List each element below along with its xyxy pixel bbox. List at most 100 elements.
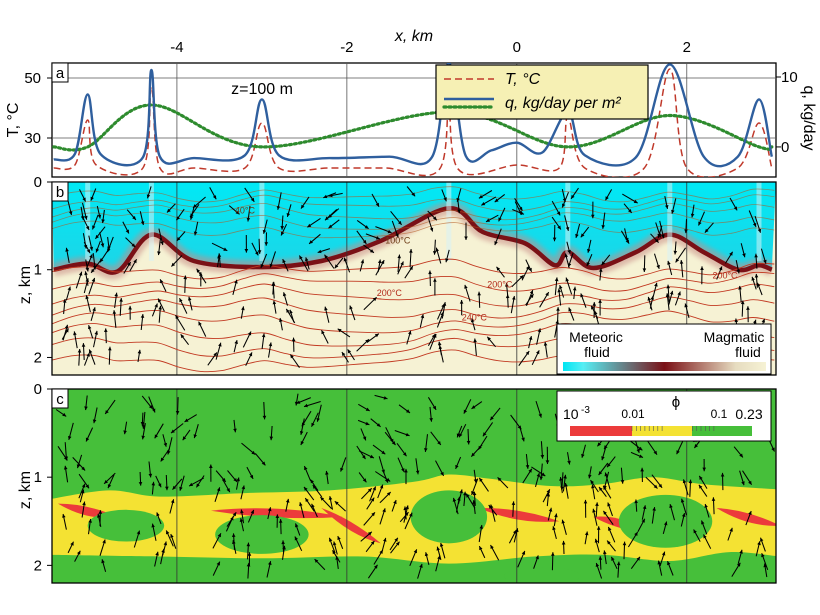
flow-arrow-head xyxy=(234,279,238,284)
flow-arrow-head xyxy=(711,497,716,501)
panel-c-colorbar: ϕ 10 -3 0.01 0.1 0.23 xyxy=(556,390,772,442)
flow-arrow-head xyxy=(217,254,221,259)
flow-arrow-head xyxy=(607,463,611,468)
flow-arrow-head xyxy=(291,337,296,342)
flow-arrow-head xyxy=(763,259,767,264)
flow-arrow-head xyxy=(636,556,640,561)
flow-arrow-head xyxy=(247,552,252,556)
flow-arrow-head xyxy=(536,473,541,477)
flow-arrow-head xyxy=(62,514,66,518)
flow-arrow-head xyxy=(405,432,410,437)
flow-arrow-head xyxy=(199,272,203,276)
panel-c-red-lenses xyxy=(57,503,776,544)
flow-arrow-head xyxy=(634,532,638,536)
flow-arrow-head xyxy=(140,314,145,318)
flow-arrow-head xyxy=(568,307,572,312)
flow-arrow-head xyxy=(247,331,252,336)
panel-c-colorbar-tick-0.1: 0.1 xyxy=(711,407,728,421)
green-blob xyxy=(87,509,165,542)
red-lens xyxy=(716,508,776,526)
panel-a-letter: a xyxy=(56,65,65,82)
flow-arrow-head xyxy=(123,430,127,435)
flow-arrow-head xyxy=(334,501,339,505)
panel-c-colorbar-green xyxy=(692,426,752,436)
flow-arrow-head xyxy=(556,307,560,311)
flow-arrow-head xyxy=(286,213,291,217)
flow-arrow-head xyxy=(536,350,540,355)
flow-arrow-head xyxy=(665,205,669,209)
flow-arrow-head xyxy=(403,506,407,511)
panel-c-colorbar-tick-0.23: 0.23 xyxy=(735,406,762,422)
flow-arrow-head xyxy=(494,241,498,246)
flow-arrow-head xyxy=(601,261,606,266)
red-lens xyxy=(210,508,343,519)
flow-arrow-head xyxy=(362,239,367,244)
flow-arrow-head xyxy=(271,281,276,286)
flow-arrow-head xyxy=(137,349,142,354)
flow-arrow-head xyxy=(684,229,688,234)
flow-arrow-head xyxy=(419,563,423,568)
flow-arrow-head xyxy=(564,483,568,487)
flow-arrow-head xyxy=(733,206,738,211)
colorbar-label-magmatic-line2: fluid xyxy=(735,344,761,360)
flow-arrow-head xyxy=(736,269,740,274)
flow-arrow-head xyxy=(138,482,143,486)
flow-arrow-head xyxy=(604,472,608,477)
flow-arrow-head xyxy=(519,206,523,211)
flow-arrow-head xyxy=(376,423,381,427)
isotherm-label: 240°C xyxy=(462,313,488,323)
flow-arrow-head xyxy=(68,436,72,440)
flow-arrow-head xyxy=(395,541,400,546)
flow-arrow-head xyxy=(311,422,315,427)
flow-arrow-head xyxy=(114,292,118,297)
flow-arrow-head xyxy=(386,477,391,482)
flow-arrow-head xyxy=(605,196,609,201)
flow-arrow-head xyxy=(505,294,510,299)
flow-arrow-head xyxy=(652,507,656,511)
flow-arrow-head xyxy=(521,437,525,442)
flow-arrow-head xyxy=(268,561,272,565)
flow-arrow-head xyxy=(424,448,428,452)
flow-arrow-head xyxy=(665,293,670,298)
flow-arrow-head xyxy=(554,277,559,282)
isotherm-label: 40°C xyxy=(235,206,256,216)
red-lens xyxy=(478,507,560,522)
flow-arrow-head xyxy=(86,352,90,357)
flow-arrow-head xyxy=(148,473,153,478)
flow-arrow-head xyxy=(584,531,589,536)
flow-arrow-head xyxy=(170,534,174,538)
flow-arrow-head xyxy=(591,305,595,310)
flow-arrow-head xyxy=(669,504,673,508)
flow-arrow-head xyxy=(268,342,273,347)
flow-arrow-head xyxy=(226,488,230,493)
flow-arrow-head xyxy=(746,306,750,310)
flow-arrow-head xyxy=(489,504,494,509)
flow-arrow-head xyxy=(127,262,131,266)
panel-a-right-ticks: 010 xyxy=(776,69,798,156)
flow-arrow-head xyxy=(289,309,293,314)
flow-arrow-head xyxy=(603,510,607,515)
red-lens xyxy=(321,508,381,544)
flow-arrow-head xyxy=(212,195,217,200)
flow-arrow-head xyxy=(107,248,111,253)
flow-arrow-head xyxy=(77,550,81,555)
flow-arrow-head xyxy=(596,526,601,530)
flow-arrow-head xyxy=(400,261,404,266)
flow-arrow-head xyxy=(753,319,757,324)
flow-arrow-head xyxy=(217,533,221,538)
flow-arrow-head xyxy=(557,288,561,293)
x-tick-label: 0 xyxy=(513,39,521,56)
flow-arrow-head xyxy=(160,457,165,462)
flow-arrow-head xyxy=(541,472,546,476)
flow-arrow-head xyxy=(704,504,708,508)
flow-arrow-head xyxy=(546,489,550,494)
flow-arrow-head xyxy=(92,419,97,424)
flow-arrow-head xyxy=(657,560,661,565)
flow-arrow-head xyxy=(590,480,594,485)
flow-arrow-head xyxy=(675,258,680,263)
flow-arrow-head xyxy=(473,338,477,343)
flow-arrow-head xyxy=(91,277,96,282)
flow-arrow-head xyxy=(620,480,625,484)
x-axis-label: x, km xyxy=(394,28,433,45)
